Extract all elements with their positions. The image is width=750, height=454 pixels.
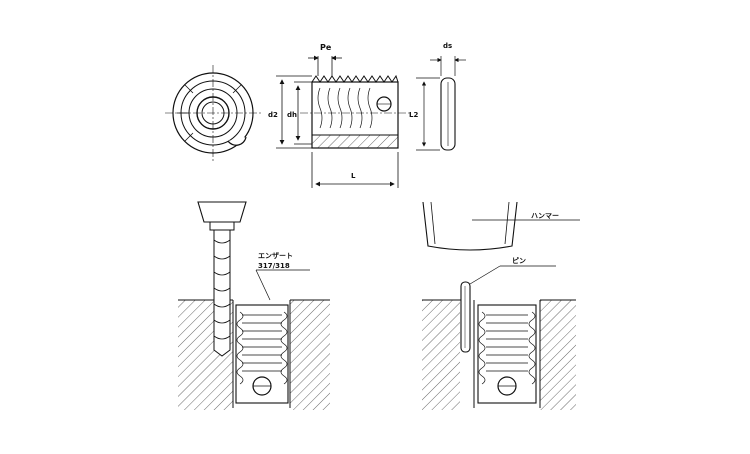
pin-view [416,56,466,151]
drill-install-view [178,201,330,410]
label-hammer: ハンマー [531,212,559,220]
dim-d2-dh [276,75,312,149]
label-l: L [351,172,356,180]
hammer-pin-view [422,201,580,410]
dim-l [311,152,399,188]
insert-end-view [165,65,261,161]
label-d2: d2 [268,111,278,119]
label-l2: L2 [409,111,418,119]
label-pin: ピン [512,256,526,265]
label-insert: エンザート [258,251,293,260]
label-ds: ds [443,42,452,50]
label-pe: Pe [320,43,332,52]
label-dh: dh [287,111,297,119]
dim-pe [308,55,342,76]
insert-side-view [300,74,410,149]
label-insert-model: 317/318 [258,262,290,270]
